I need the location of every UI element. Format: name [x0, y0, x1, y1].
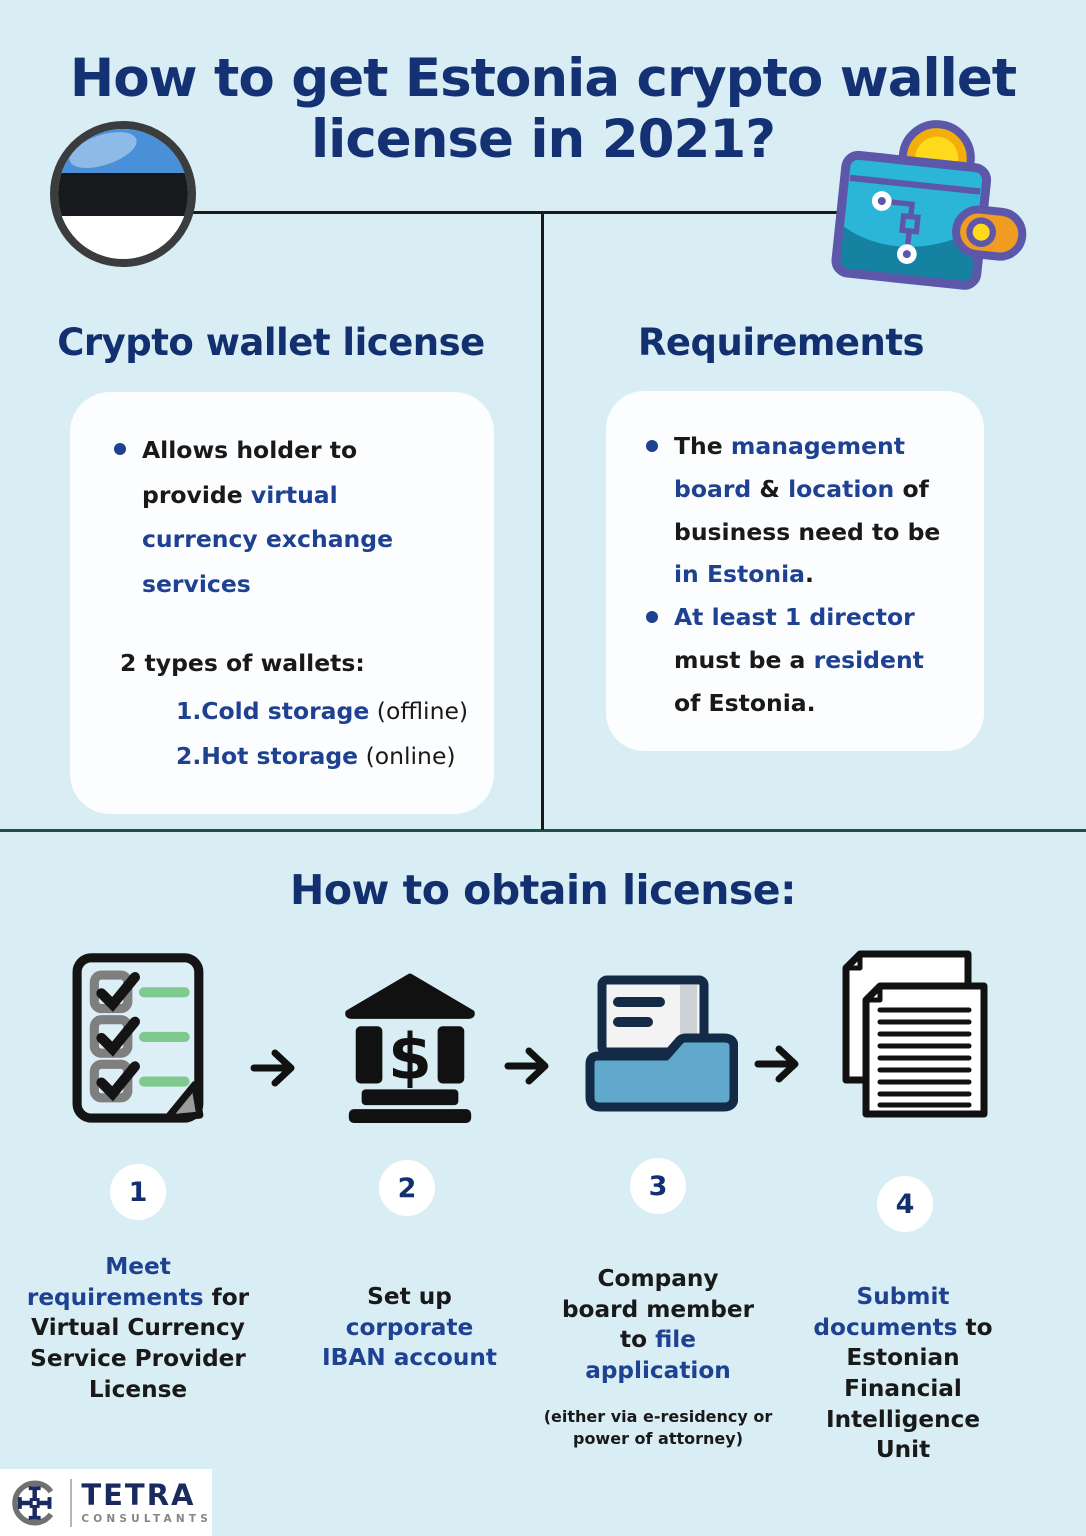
folder-icon: [585, 975, 738, 1112]
document-lines: [877, 1007, 972, 1108]
dollar-glyph: $: [388, 1020, 432, 1094]
requirements-heading: Requirements: [637, 321, 925, 364]
logo-subtitle: CONSULTANTS: [81, 1512, 212, 1525]
wallet-slot: [849, 174, 981, 195]
requirements-bullet-2-text: At least 1 director must be a resident o…: [674, 603, 924, 717]
step-number-2: 2: [379, 1160, 435, 1216]
requirements-bullet-2: At least 1 director must be a resident o…: [646, 596, 946, 724]
arrow-right-icon: [250, 1049, 295, 1087]
documents-icon: [842, 950, 988, 1118]
step-3-note: (either via e-residency or power of atto…: [543, 1407, 773, 1448]
step-label-1: Meet requirements for Virtual Currency S…: [26, 1253, 250, 1403]
wallet-types-label: 2 types of wallets:: [120, 648, 365, 677]
arrow-right-icon: [754, 1045, 799, 1083]
wallet-type-item: 2.Hot storage (online): [176, 741, 456, 770]
tetra-logo: TETRA CONSULTANTS: [0, 1469, 212, 1536]
bank-icon: $: [345, 973, 475, 1123]
checklist-icon: [72, 953, 204, 1123]
bullet-dot-icon: [114, 443, 126, 455]
license-card: Allows holder to provide virtual currenc…: [70, 392, 494, 814]
estonia-flag-icon: [50, 121, 196, 267]
license-bullet-text: Allows holder to provide virtual currenc…: [142, 436, 394, 598]
license-heading: Crypto wallet license: [57, 321, 485, 364]
logo-brand: TETRA: [81, 1477, 196, 1512]
obtain-license-heading: How to obtain license:: [290, 866, 796, 914]
page-title: How to get Estonia crypto wallet license…: [69, 48, 1017, 171]
step-number-4: 4: [877, 1176, 933, 1232]
step-label-3: Company board member to file application: [561, 1265, 755, 1384]
logo-divider: [70, 1478, 73, 1527]
circuit-dots: [871, 191, 917, 264]
divider-horizontal: [118, 211, 862, 214]
step-label-2: Set up corporate IBAN account: [322, 1283, 497, 1372]
page-fold: [163, 1081, 204, 1122]
divider-vertical: [541, 212, 544, 830]
bullet-dot-icon: [646, 611, 658, 624]
step-number-1: 1: [110, 1164, 166, 1220]
crypto-wallet-icon: [831, 120, 1027, 290]
requirements-bullet-1: The management board & location of busin…: [646, 425, 946, 596]
step-label-4: Submit documents to Estonian Financial I…: [813, 1283, 993, 1464]
flag-stripe-white: [58, 216, 188, 259]
arrow-right-icon: [504, 1047, 549, 1085]
folder-front: [585, 1033, 738, 1112]
flag-stripe-black: [58, 173, 188, 217]
flag-stripe-blue: [58, 129, 188, 174]
requirements-bullet-1-text: The management board & location of busin…: [674, 432, 941, 589]
wallet-clasp: [952, 205, 1027, 261]
bullet-dot-icon: [646, 440, 658, 452]
step-number-3: 3: [630, 1158, 686, 1214]
requirements-card: The management board & location of busin…: [606, 391, 984, 751]
license-bullet: Allows holder to provide virtual currenc…: [114, 428, 474, 607]
wallet-type-item: 1.Cold storage (offline): [176, 697, 469, 726]
tetra-compass-icon: [12, 1480, 54, 1525]
divider-green: [0, 829, 1086, 832]
